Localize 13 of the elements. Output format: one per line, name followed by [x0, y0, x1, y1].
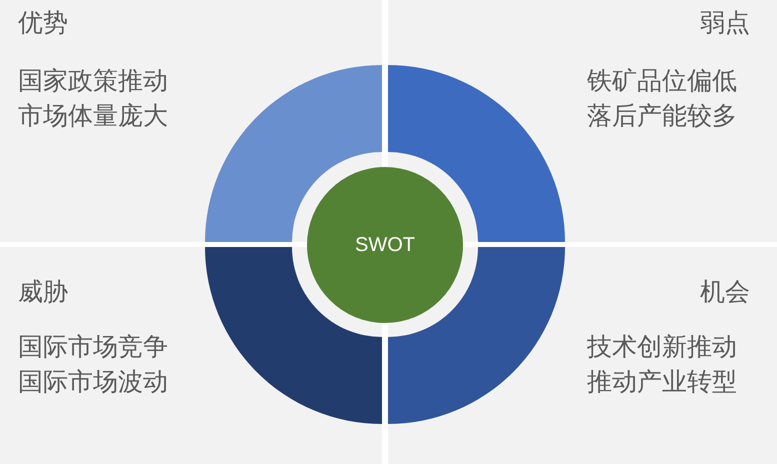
factor-text: 国家政策推动 — [18, 66, 168, 96]
factor-text: 推动产业转型 — [587, 367, 737, 398]
quadrant-heading: 威胁 — [18, 276, 68, 308]
factor-text: 市场体量庞大 — [18, 100, 168, 132]
quadrant-heading: 优势 — [18, 8, 68, 39]
factor-text: 国际市场波动 — [18, 367, 168, 398]
factor-text: 技术创新推动 — [587, 332, 737, 363]
quadrant-heading: 弱点 — [700, 8, 750, 39]
factor-text: 落后产能较多 — [587, 100, 737, 132]
factor-text: 国际市场竞争 — [18, 332, 168, 363]
center-label: SWOT — [355, 232, 415, 256]
factor-text: 铁矿品位偏低 — [587, 66, 737, 96]
quadrant-heading: 机会 — [700, 276, 750, 308]
